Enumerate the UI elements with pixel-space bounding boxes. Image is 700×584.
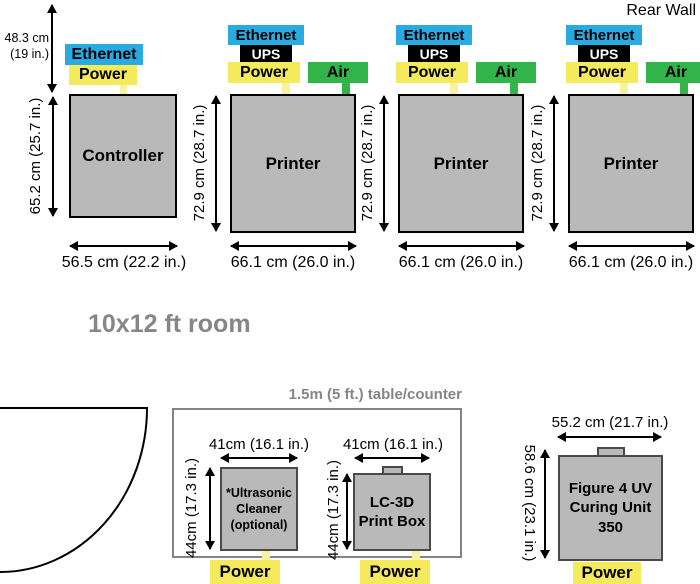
curing-height-arrow [540,449,550,559]
controller-power-connector-stub [120,85,127,95]
printer3-power-label: Power [566,62,638,83]
printer1-power-connector-stub [282,83,290,94]
curing-lid-tab [597,447,625,457]
controller-box: Controller [69,94,177,218]
printbox-power-text: Power [369,562,421,581]
printer2-ethernet-label: Ethernet [396,25,472,45]
printer1-height-arrow [211,95,221,232]
printer2-air-connector-stub [510,83,518,94]
printer1-name: Printer [265,153,321,173]
controller-ethernet-text: Ethernet [71,45,137,63]
printer2-air-label: Air [476,62,536,83]
printer3-ethernet-label: Ethernet [566,25,642,45]
printer3-air-text: Air [664,63,688,81]
printbox-line2: Print Box [358,513,426,530]
printer2-width-arrow [398,241,525,251]
ultrasonic-power-text: Power [219,562,271,581]
curing-width-label: 55.2 cm (21.7 in.) [551,414,669,431]
room-size-label: 10x12 ft room [88,310,251,338]
printer1-air-connector-stub [342,83,350,94]
controller-power-label: Power [69,65,137,85]
printbox-power-label: Power [360,560,430,584]
ultrasonic-width-arrow [220,453,298,463]
printbox-height-label: 44cm (17.3 in.) [325,459,342,561]
ultrasonic-height-arrow [205,467,215,550]
printer3-box: Printer [568,94,694,233]
printer1-ups-label: UPS [240,45,292,62]
printer2-name: Printer [433,153,489,173]
curing-line1: Figure 4 UV [568,479,653,497]
printer1-power-text: Power [239,63,288,81]
clearance-dimension-label: 48.3 cm (19 in.) [2,31,49,62]
printer1-ethernet-label: Ethernet [228,25,304,45]
printer1-width-arrow [230,241,357,251]
printer2-height-arrow [379,95,389,232]
printer3-ups-label: UPS [578,45,630,62]
printer2-box: Printer [398,94,524,233]
printbox-power-connector-stub [412,551,420,562]
printbox-width-label: 41cm (16.1 in.) [342,436,444,453]
curing-power-text: Power [581,563,633,582]
printer2-ups-text: UPS [419,45,449,62]
ultrasonic-height-label: 44cm (17.3 in.) [183,457,200,559]
printer3-ups-text: UPS [589,45,619,62]
printer3-height-arrow [549,95,559,232]
ultrasonic-line2: Cleaner [236,501,282,516]
controller-name: Controller [82,146,164,165]
clearance-dimension-arrow [47,4,57,93]
curing-unit-box: Figure 4 UV Curing Unit 350 [558,455,663,561]
controller-width-label: 56.5 cm (22.2 in.) [61,254,187,271]
printbox-lid-tab [382,466,403,475]
ultrasonic-line1: *Ultrasonic [226,485,292,500]
table-counter-label: 1.5m (5 ft.) table/counter [288,386,462,403]
clearance-in: (19 in.) [10,46,49,61]
printer1-air-text: Air [326,63,350,81]
curing-height-label: 58.6 cm (23.1 in.) [521,444,538,562]
curing-width-arrow [557,432,662,442]
printer3-air-label: Air [646,62,700,83]
printer2-power-connector-stub [450,83,458,94]
printer3-width-label: 66.1 cm (26.0 in.) [568,254,694,271]
printer1-air-label: Air [308,62,368,83]
printer3-air-connector-stub [680,83,688,94]
printer2-ethernet-text: Ethernet [403,26,465,44]
controller-height-arrow [48,96,58,217]
printer2-power-text: Power [407,63,456,81]
printer1-box: Printer [230,94,356,233]
curing-power-label: Power [573,562,641,584]
printer1-ethernet-text: Ethernet [235,26,297,44]
printer2-air-text: Air [494,63,518,81]
curing-line2: Curing Unit 350 [569,499,652,536]
printer3-power-text: Power [577,63,626,81]
printbox-line1: LC-3D [369,493,415,511]
printer3-ethernet-text: Ethernet [573,26,635,44]
printer1-width-label: 66.1 cm (26.0 in.) [230,254,356,271]
printer3-name: Printer [603,153,659,173]
ultrasonic-power-label: Power [210,560,280,584]
lc3d-print-box: LC-3D Print Box [353,473,431,551]
clearance-cm: 48.3 cm [4,31,49,45]
printer1-ups-text: UPS [251,45,281,62]
printer2-ups-label: UPS [408,45,460,62]
ultrasonic-width-label: 41cm (16.1 in.) [208,436,310,453]
ultrasonic-line3: (optional) [230,518,288,533]
printer1-power-label: Power [228,62,300,83]
rear-wall-label: Rear Wall [626,2,696,19]
controller-width-arrow [69,241,178,251]
controller-power-text: Power [78,66,127,83]
ultrasonic-power-connector-stub [262,551,270,562]
printer3-width-arrow [568,241,695,251]
printer3-power-connector-stub [620,83,628,94]
ultrasonic-cleaner-box: *Ultrasonic Cleaner (optional) [220,467,298,551]
controller-ethernet-label: Ethernet [65,44,143,65]
printbox-width-arrow [354,453,430,463]
printer2-power-label: Power [396,62,468,83]
printbox-height-arrow [342,473,352,550]
printer2-width-label: 66.1 cm (26.0 in.) [398,254,524,271]
